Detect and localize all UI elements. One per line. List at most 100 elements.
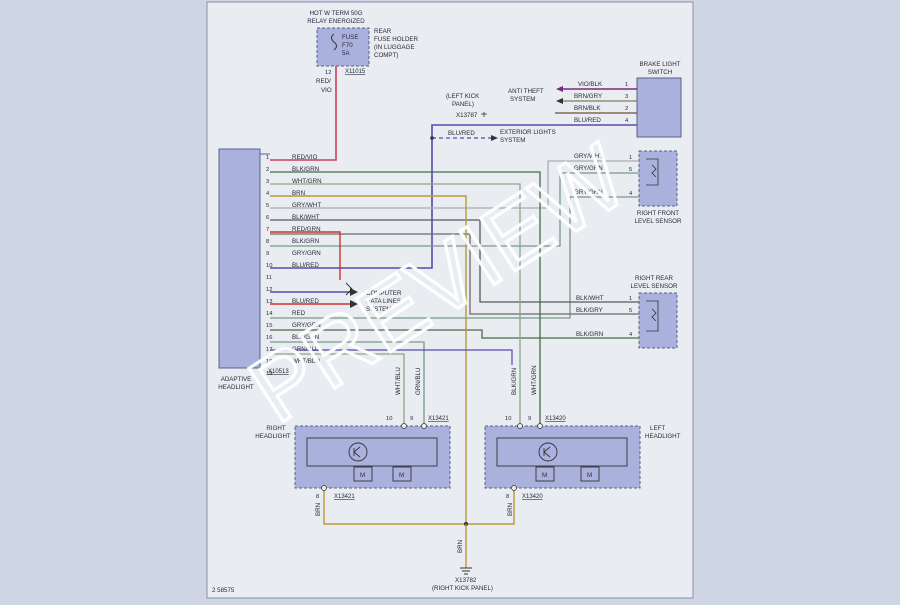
rear-sensor-wire-1-label: BLK/WHT xyxy=(576,295,604,302)
rear-sensor-pin-1: 1 xyxy=(629,296,632,302)
left-kick-label-1: (LEFT KICK xyxy=(446,93,480,100)
fuse-wire-label-1: RED/ xyxy=(316,78,331,85)
module-pin-wire: RED xyxy=(292,310,306,317)
wire-wht-grn-left-headlight xyxy=(270,183,521,425)
module-pin-wire: BLU/RED xyxy=(292,298,319,305)
right-headlight-label-2: HEADLIGHT xyxy=(255,433,291,440)
brake-switch-label-2: SWITCH xyxy=(648,69,672,76)
rear-sensor-pin-5: 5 xyxy=(629,308,632,314)
wire-gry-grn-sensor xyxy=(270,172,639,247)
fuse-header-line-2: RELAY ENERGIZED xyxy=(307,18,365,25)
fuse-holder-line-3: (IN LUGGAGE xyxy=(374,44,415,51)
wire-brn-left-ground xyxy=(466,488,515,525)
module-connector-label: X10513 xyxy=(268,369,289,375)
fuse-holder-line-1: REAR xyxy=(374,28,392,35)
rear-sensor-resistor-icon xyxy=(646,300,659,332)
left-kick-connector-label: X13787 xyxy=(456,112,478,119)
arrow-data-link-2-icon xyxy=(350,300,358,308)
splice-icon xyxy=(481,112,487,117)
left-motor-1-glyph: M xyxy=(542,472,547,479)
ground-wire-label: BRN xyxy=(457,540,464,553)
module-pin-number: 4 xyxy=(266,191,270,197)
module-pin-number: 2 xyxy=(266,167,269,173)
brake-pin-2: 2 xyxy=(625,106,628,112)
data-link-label-1: COMPUTER xyxy=(366,290,402,297)
left-headlight-bottom-wire: BRN xyxy=(507,503,514,516)
brake-light-switch xyxy=(636,77,682,138)
right-motor-1-icon xyxy=(353,466,373,482)
module-pin-number: 10 xyxy=(266,263,272,269)
right-headlight-top-connector: X13421 xyxy=(428,416,449,422)
module-pin-wire: BLK/WHT xyxy=(292,214,320,221)
right-transistor-icon xyxy=(348,442,368,462)
wire-wht-blu-right-headlight xyxy=(270,353,405,425)
module-pin-number: 19 xyxy=(266,371,272,377)
right-motor-2-icon xyxy=(392,466,412,482)
left-motor-2-glyph: M xyxy=(587,472,592,479)
left-headlight-label-2: HEADLIGHT xyxy=(645,433,681,440)
right-headlight-motor-box xyxy=(306,437,438,467)
wire-blk-grn-left-headlight xyxy=(270,171,541,425)
fuse-icon xyxy=(331,33,337,51)
data-link-label-3: SYSTEM xyxy=(366,306,391,313)
front-sensor-pin-5: 5 xyxy=(629,167,632,173)
wire-brn-ground xyxy=(270,195,467,524)
module-label-1: ADAPTIVE xyxy=(221,376,252,383)
arrow-anti-theft-1-icon xyxy=(556,86,563,92)
rear-sensor-wire-3-label: BLK/GRN xyxy=(576,331,603,338)
data-link-label-2: DATA LINES xyxy=(366,298,401,305)
brake-wire-2-label: BRN/GRY xyxy=(574,93,602,100)
ground-location-label: (RIGHT KICK PANEL) xyxy=(432,585,493,592)
module-pin-number: 1 xyxy=(266,155,269,161)
right-headlight-pin-8: 8 xyxy=(316,494,319,500)
anti-theft-label-2: SYSTEM xyxy=(510,96,535,103)
fuse-holder-box xyxy=(316,27,370,67)
diagram-id: 2 58575 xyxy=(212,587,235,594)
module-label-2: HEADLIGHT xyxy=(218,384,254,391)
left-motor-2-icon xyxy=(580,466,600,482)
wire-blu xyxy=(270,349,513,365)
fuse-holder-line-4: COMPT) xyxy=(374,52,398,59)
module-pin-wire: BLK/GRN xyxy=(292,238,319,245)
left-headlight-motor-box xyxy=(496,437,628,467)
wire-brn-right-ground xyxy=(323,488,466,525)
wire-red-grn xyxy=(270,231,341,280)
right-headlight-pin-9: 9 xyxy=(410,416,413,422)
front-sensor-pin-1: 1 xyxy=(629,155,632,161)
module-pin-wire: GRY/WHT xyxy=(292,202,321,209)
module-pin-number: 5 xyxy=(266,203,269,209)
arrow-exterior-lights-icon xyxy=(491,135,498,141)
ground-icon xyxy=(460,567,472,575)
right-headlight-bottom-wire: BRN xyxy=(315,503,322,516)
adaptive-headlight-module xyxy=(218,148,261,369)
module-pin-number: 9 xyxy=(266,251,269,257)
fuse-line-3: 5A xyxy=(342,50,350,57)
brake-wire-4-label: BLU/RED xyxy=(574,117,601,124)
module-pin-number: 12 xyxy=(266,287,272,293)
right-headlight-wire-1: WHT/BLU xyxy=(395,367,402,395)
rear-sensor-pin-4: 4 xyxy=(629,332,633,338)
module-pin-wire: GRY/GRN xyxy=(292,250,321,257)
left-transistor-icon xyxy=(538,442,558,462)
arrow-data-link-1-icon xyxy=(350,288,358,296)
module-pin-wire: RED/GRN xyxy=(292,226,321,233)
wire-grn-blu-right-headlight xyxy=(270,341,425,425)
wire-gry-grn-sensor-2 xyxy=(270,196,639,319)
fuse-line-2: F70 xyxy=(342,42,353,49)
front-sensor-wire-3-label: GRY/GRN xyxy=(574,189,603,196)
module-pin-wire: GRY/GRN xyxy=(292,322,321,329)
right-headlight-pin-10: 10 xyxy=(386,416,392,422)
left-headlight-bottom-connector: X13420 xyxy=(522,494,543,500)
module-pin-number: 11 xyxy=(266,275,272,281)
brake-pin-3: 3 xyxy=(625,94,628,100)
front-sensor-wire-2-label: GRY/GRN xyxy=(574,165,603,172)
rear-sensor-label-1: RIGHT REAR xyxy=(635,275,674,282)
left-motor-1-icon xyxy=(535,466,555,482)
exterior-lights-label-1: EXTERIOR LIGHTS xyxy=(500,129,556,136)
wire-blk-wht-rear xyxy=(270,219,639,303)
left-headlight-pin-9: 9 xyxy=(528,416,531,422)
module-pin-number: 3 xyxy=(266,179,269,185)
front-sensor-resistor-icon xyxy=(646,158,659,186)
